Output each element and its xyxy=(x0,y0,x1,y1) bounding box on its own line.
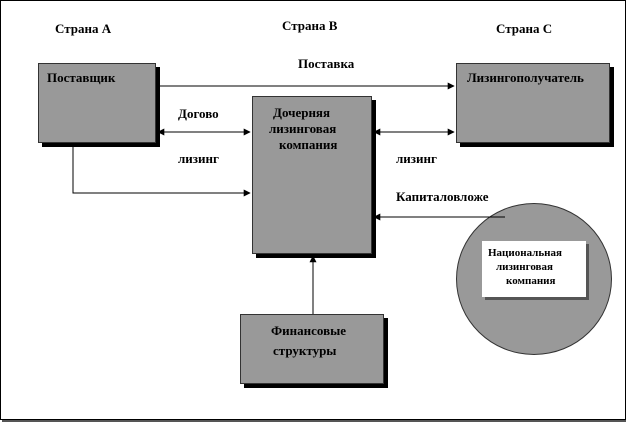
contract-right-edge-label: лизинг xyxy=(396,151,437,166)
subsidiary-line-1: Дочерняя xyxy=(273,105,330,120)
financial-box: Финансовые структуры xyxy=(240,314,384,384)
financial-line-1: Финансовые xyxy=(271,323,347,338)
country-a-label: Страна А xyxy=(55,21,112,36)
contract-edge-label-top: Догово xyxy=(178,106,219,121)
subsidiary-line-3: компания xyxy=(279,137,338,152)
country-c-label: Страна С xyxy=(496,21,553,36)
national-line-1: Национальная xyxy=(488,247,562,259)
supplier-box: Поставщик xyxy=(38,63,156,143)
country-b-label: Страна В xyxy=(282,18,338,33)
lessee-label: Лизингополучатель xyxy=(467,70,584,85)
lessee-box: Лизингополучатель xyxy=(456,63,610,143)
subsidiary-line-2: лизинговая xyxy=(269,121,337,136)
delivery-edge-label: Поставка xyxy=(298,56,355,71)
subsidiary-box: Дочерняя лизинговая компания xyxy=(252,96,372,254)
national-line-3: компания xyxy=(506,275,556,287)
financial-line-2: структуры xyxy=(273,343,337,358)
supplier-elbow-arrow xyxy=(72,143,251,197)
supplier-label: Поставщик xyxy=(47,70,116,85)
capital-edge-label: Капиталовложе xyxy=(396,189,489,204)
contract-edge-label-bottom: лизинг xyxy=(178,151,219,166)
national-line-2: лизинговая xyxy=(496,261,553,273)
national-company-panel: Национальная лизинговая компания xyxy=(482,241,586,297)
